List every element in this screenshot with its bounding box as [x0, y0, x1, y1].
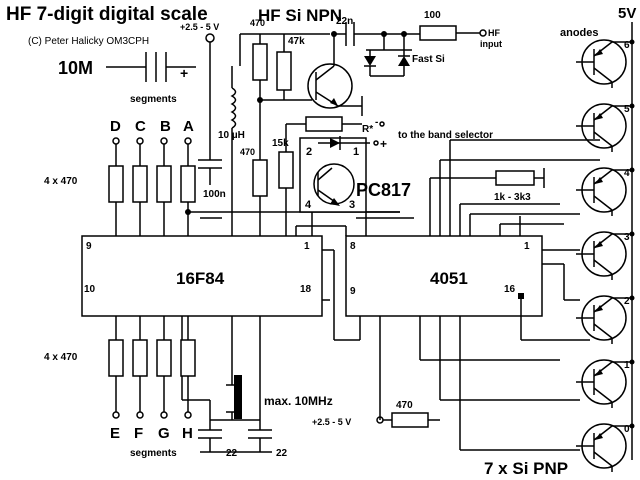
- segment-label-a: A: [183, 118, 194, 135]
- pnp-transistor-6: 6: [576, 39, 635, 88]
- mcu-pin-9: 9: [86, 241, 92, 252]
- supply-label-bottom: +2.5 - 5 V: [312, 417, 351, 427]
- supply-terminal-top: [205, 33, 215, 43]
- resistor-100-label: 100: [424, 10, 441, 21]
- pnp-transistor-4: 4: [576, 167, 635, 216]
- crystal-max-10mhz: [209, 375, 260, 430]
- r-star-label: R*: [362, 124, 373, 135]
- transistor-index-3: 3: [624, 232, 630, 243]
- mcu-pin-1: 1: [304, 241, 310, 252]
- inductor-label: 10 µH: [218, 130, 245, 141]
- segment-label-h: H: [182, 425, 193, 442]
- pnp-transistor-2: 2: [576, 295, 635, 344]
- resistor-1k-3k3-label: 1k - 3k3: [494, 192, 531, 203]
- segment-label-c: C: [135, 118, 146, 135]
- top-resistor-array: [108, 137, 196, 236]
- mux-label: 4051: [430, 269, 468, 288]
- pnp-transistor-0: 0: [576, 423, 635, 472]
- segment-label-g: G: [158, 425, 170, 442]
- pc817-label: PC817: [356, 180, 411, 200]
- transistor-index-0: 0: [624, 424, 630, 435]
- mcu-16f84: [81, 235, 323, 317]
- opto-pin-2: 2: [306, 146, 312, 158]
- resistor-470-top: [252, 43, 268, 81]
- segment-label-f: F: [134, 425, 143, 442]
- svg-text:+: +: [180, 65, 188, 81]
- author-credit: (C) Peter Halicky OM3CPH: [28, 36, 149, 47]
- mux-4051: [345, 235, 543, 317]
- capacitor-22-right: [248, 420, 272, 452]
- supply-5v-label: 5V: [618, 5, 636, 22]
- pnp-label: 7 x Si PNP: [484, 459, 568, 478]
- segments-label-top: segments: [130, 94, 177, 105]
- band-plus: +: [380, 137, 387, 151]
- segments-label-bottom: segments: [130, 448, 177, 459]
- opto-pin-4: 4: [305, 199, 312, 211]
- resistor-47k-label: 47k: [288, 36, 305, 47]
- bottom-resistor-array: [108, 316, 196, 419]
- bottom-resistor-array-label: 4 x 470: [44, 352, 78, 363]
- max-freq-label: max. 10MHz: [264, 394, 333, 408]
- resistor-470-mid: [252, 159, 268, 197]
- resistor-100: [419, 25, 457, 41]
- resistor-1k-3k3: [495, 170, 535, 186]
- transistor-index-6: 6: [624, 40, 630, 51]
- fast-si-diodes: [364, 34, 412, 77]
- top-resistor-array-label: 4 x 470: [44, 176, 78, 187]
- resistor-470-top-label: 470: [250, 18, 265, 28]
- inductor-10uh: [230, 66, 237, 236]
- resistor-47k: [276, 51, 292, 91]
- opto-pin-1: 1: [353, 146, 359, 158]
- resistor-470-bottom-label: 470: [396, 400, 413, 411]
- mcu-pin-18: 18: [300, 284, 312, 295]
- resistor-15k: [278, 151, 294, 189]
- mux-pin-8: 8: [350, 241, 356, 252]
- pnp-transistor-1: 1: [576, 359, 635, 408]
- capacitor-22-right-label: 22: [276, 448, 288, 459]
- resistor-470-bottom: [391, 412, 429, 428]
- mcu-label: 16F84: [176, 269, 225, 288]
- pnp-transistor-3: 3: [576, 231, 635, 280]
- opto-pin-3: 3: [349, 199, 355, 211]
- crystal-label: 10M: [58, 58, 93, 78]
- capacitor-22n-label: 22n: [336, 16, 353, 27]
- capacitor-22-left: [198, 429, 222, 452]
- resistor-470-mid-label: 470: [240, 147, 255, 157]
- mux-pin-1: 1: [524, 241, 530, 252]
- mux-pin-16: 16: [504, 284, 516, 295]
- transistor-index-5: 5: [624, 104, 630, 115]
- transistor-index-1: 1: [624, 360, 630, 371]
- mux-pin-9: 9: [350, 286, 356, 297]
- hf-input-terminal: [479, 29, 487, 37]
- capacitor-22-left-label: 22: [226, 448, 238, 459]
- npn-label: HF Si NPN: [258, 6, 342, 25]
- resistor-r-star: [305, 116, 343, 132]
- crystal-10m-symbol: +: [106, 52, 196, 82]
- diagram-title: HF 7-digit digital scale: [6, 4, 208, 25]
- fast-si-label: Fast Si: [412, 54, 445, 65]
- mcu-pin-10: 10: [84, 284, 96, 295]
- npn-transistor: [307, 34, 363, 116]
- band-selector-label: to the band selector: [398, 130, 493, 141]
- supply-label-top: +2.5 - 5 V: [180, 22, 219, 32]
- band-minus: -: [375, 117, 378, 128]
- pnp-transistor-5: 5: [576, 103, 635, 152]
- segment-label-d: D: [110, 118, 121, 135]
- transistor-index-4: 4: [624, 168, 630, 179]
- pc817-optocoupler: [299, 136, 370, 213]
- transistor-index-2: 2: [624, 296, 630, 307]
- resistor-15k-label: 15k: [272, 138, 289, 149]
- anodes-label: anodes: [560, 27, 599, 39]
- segment-label-b: B: [160, 118, 171, 135]
- segment-label-e: E: [110, 425, 120, 442]
- pnp-transistor-array: 6 5 4 3 2 1 0: [576, 39, 635, 472]
- capacitor-100n: [198, 159, 222, 185]
- capacitor-100n-label: 100n: [203, 189, 226, 200]
